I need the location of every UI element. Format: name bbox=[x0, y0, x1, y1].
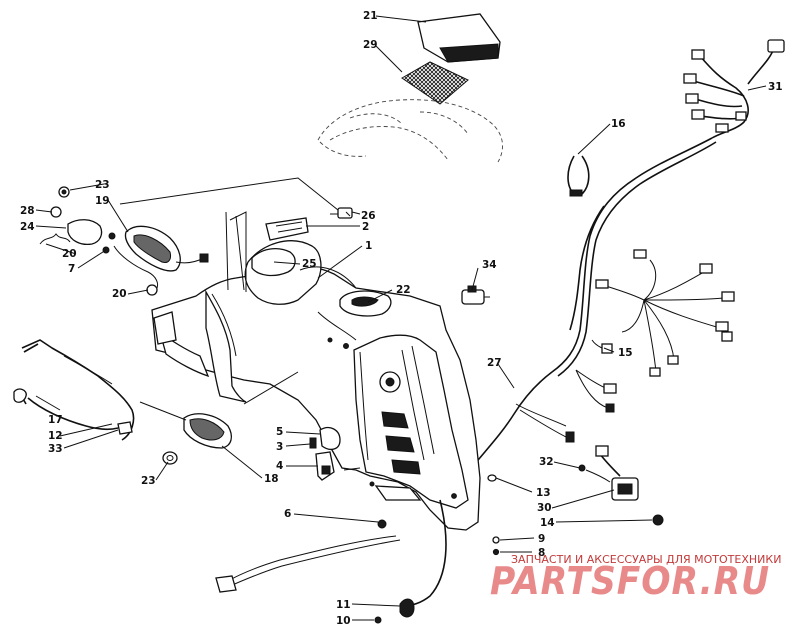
callout-17: 17 bbox=[48, 414, 63, 426]
part-6-9-8-hardware bbox=[377, 519, 500, 556]
callout-10: 10 bbox=[336, 615, 351, 627]
watermark-logo: PARTSFOR.RU bbox=[490, 559, 770, 603]
callout-12: 12 bbox=[48, 430, 63, 442]
part-30-regulator bbox=[487, 445, 664, 526]
watermark-caption: ЗАПЧАСТИ И АКСЕССУАРЫ ДЛЯ МОТОТЕХНИКИ bbox=[511, 553, 781, 566]
callout-24: 24 bbox=[20, 221, 35, 233]
part-small-bits-left bbox=[39, 186, 159, 296]
callout-32: 32 bbox=[539, 456, 554, 468]
callout-34: 34 bbox=[482, 259, 497, 271]
callout-8: 8 bbox=[538, 547, 545, 559]
callout-23: 23 bbox=[141, 475, 156, 487]
callout-6: 6 bbox=[284, 508, 291, 520]
hood-outline-dashed bbox=[317, 99, 503, 163]
callout-1: 1 bbox=[365, 240, 372, 252]
part-23-grommet bbox=[162, 451, 178, 465]
part-11-10-ground-cable bbox=[215, 499, 447, 624]
callout-labels: 21 29 31 16 23 19 28 24 20 7 20 26 2 1 2… bbox=[20, 10, 783, 627]
part-16-cable-clip bbox=[567, 155, 590, 197]
part-29-mesh-screen bbox=[401, 61, 469, 105]
part-19-bezel bbox=[124, 225, 209, 272]
callout-9: 9 bbox=[538, 533, 545, 545]
callout-25: 25 bbox=[302, 258, 317, 270]
callout-21: 21 bbox=[363, 10, 378, 22]
callout-29: 29 bbox=[363, 39, 378, 51]
callout-7: 7 bbox=[68, 263, 75, 275]
callout-13: 13 bbox=[536, 487, 551, 499]
part-18-lower-bezel bbox=[183, 413, 233, 449]
callout-5: 5 bbox=[276, 426, 283, 438]
callout-30: 30 bbox=[537, 502, 552, 514]
callout-15: 15 bbox=[618, 347, 633, 359]
callout-20: 20 bbox=[112, 288, 127, 300]
callout-26: 26 bbox=[361, 210, 376, 222]
callout-2: 2 bbox=[362, 221, 369, 233]
callout-4: 4 bbox=[276, 460, 283, 472]
callout-22: 22 bbox=[396, 284, 411, 296]
callout-14: 14 bbox=[540, 517, 555, 529]
callout-31: 31 bbox=[768, 81, 783, 93]
callout-23: 23 bbox=[95, 179, 110, 191]
part-5-3-4-hardware bbox=[309, 426, 341, 481]
part-31-wire-harness bbox=[683, 39, 785, 139]
callout-16: 16 bbox=[611, 118, 626, 130]
callout-18: 18 bbox=[264, 473, 279, 485]
part-21-panel bbox=[417, 13, 501, 63]
watermark: ЗАПЧАСТИ И АКСЕССУАРЫ ДЛЯ МОТОТЕХНИКИ PA… bbox=[490, 553, 781, 603]
part-34-switch bbox=[461, 285, 490, 305]
callout-20: 20 bbox=[62, 248, 77, 260]
leader-lines bbox=[35, 15, 767, 621]
callout-19: 19 bbox=[95, 195, 110, 207]
part-27-main-harness bbox=[469, 137, 735, 471]
callout-11: 11 bbox=[336, 599, 351, 611]
callout-33: 33 bbox=[48, 443, 63, 455]
part-17-throttle-cable bbox=[13, 339, 135, 441]
part-26-connector bbox=[330, 207, 361, 219]
callout-28: 28 bbox=[20, 205, 35, 217]
reference-lines bbox=[119, 177, 361, 471]
callout-27: 27 bbox=[487, 357, 502, 369]
callout-3: 3 bbox=[276, 441, 283, 453]
